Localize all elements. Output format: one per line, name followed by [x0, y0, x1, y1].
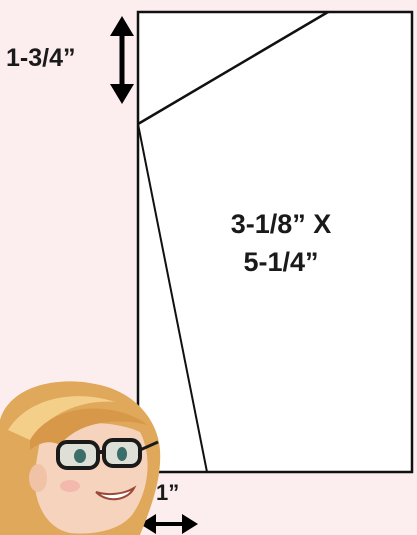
pattern-piece-rectangle [136, 10, 414, 474]
piece-size-line-2: 5-1/4” [243, 247, 319, 277]
top-measurement-label: 1-3/4” [6, 44, 76, 72]
side-slant-cut-line [137, 123, 208, 473]
horizontal-double-arrow-icon [140, 514, 198, 534]
piece-size-line-1: 3-1/8” X [230, 209, 332, 239]
piece-size-label: 3-1/8” X 5-1/4” [206, 205, 356, 281]
cartoon-woman-avatar [0, 381, 161, 535]
bottom-measurement-label: 1” [156, 480, 180, 505]
top-diagonal-cut-line [137, 10, 329, 126]
vertical-double-arrow-icon [110, 16, 134, 104]
